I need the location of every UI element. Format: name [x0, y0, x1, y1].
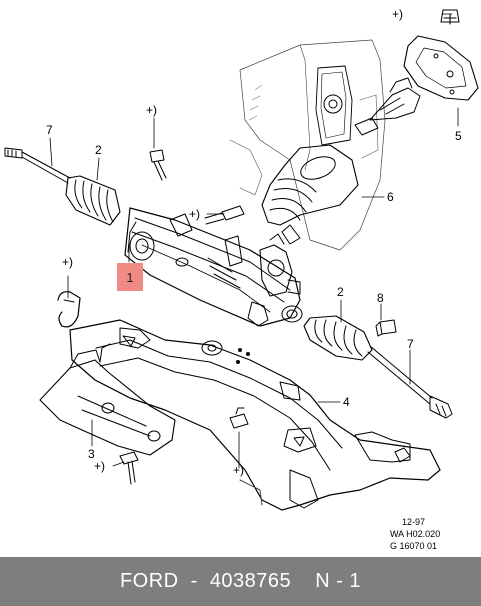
- callout-8: 8: [377, 291, 384, 305]
- callout-plus-mid: +): [189, 207, 201, 221]
- callout-6: 6: [387, 190, 394, 204]
- callout-3: 3: [88, 447, 95, 461]
- dust-boot-6: [261, 144, 359, 245]
- drawing-number: G 16070 01: [390, 541, 438, 551]
- exploded-view-drawing: [4, 9, 479, 511]
- callout-1-highlight: 1: [117, 263, 143, 291]
- tie-rod-right-7: [367, 345, 453, 419]
- tie-rod-left-7: [4, 147, 71, 184]
- part-footer-bar: FORD - 4038765 N - 1: [0, 557, 481, 606]
- drawing-date: 12-97: [402, 517, 426, 527]
- callout-plus-clip: +): [62, 255, 74, 269]
- bellows-boot-right-2: [303, 315, 373, 361]
- position-note: N - 1: [315, 570, 362, 592]
- brand-label: FORD: [119, 570, 179, 592]
- callout-2-top: 2: [95, 143, 102, 157]
- mounting-bolt-horizontal: [204, 205, 245, 225]
- bracket-3: [39, 343, 176, 456]
- mounting-bolt-vertical: [149, 149, 167, 181]
- leader-lines: [49, 13, 459, 469]
- bellows-boot-left-2: [65, 175, 121, 226]
- parts-diagram: +) 5 6 7 2 +) +) 1 +) 2 8 7 4 3 +) +) 12…: [4, 7, 479, 552]
- callout-plus-top-right: +): [392, 7, 404, 21]
- subframe-crossmember-4: [69, 319, 441, 511]
- callout-7-right: 7: [407, 337, 414, 351]
- callout-plus-bolt: +): [146, 103, 158, 117]
- nut-bottom-center: [229, 407, 249, 429]
- drawing-reference: 12-97 WA H02.020 G 16070 01: [390, 516, 440, 552]
- footer-separator: -: [190, 570, 198, 592]
- steering-coupling: [354, 77, 421, 136]
- callout-plus-bottom-center: +): [233, 463, 245, 477]
- callout-4: 4: [343, 395, 350, 409]
- drawing-code: WA H02.020: [390, 529, 441, 539]
- callout-7-left: 7: [46, 123, 53, 137]
- cover-plate-5: [403, 9, 479, 101]
- callout-2-right: 2: [337, 285, 344, 299]
- retaining-clip: [57, 291, 81, 328]
- stud-8: [375, 319, 397, 337]
- part-number: 4038765: [209, 570, 292, 592]
- bolt-bottom-left: [119, 451, 139, 485]
- bulkhead-outline: [229, 39, 386, 251]
- steering-rack-1: [124, 207, 303, 327]
- callout-plus-bottom-left: +): [94, 459, 106, 473]
- callout-5: 5: [455, 129, 462, 143]
